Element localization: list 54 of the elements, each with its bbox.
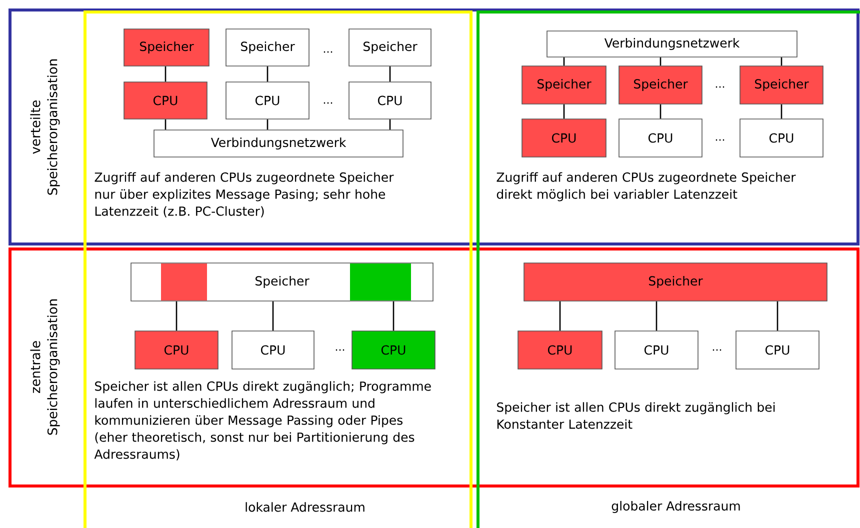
connector-line (559, 301, 561, 331)
ellipsis: ... (716, 86, 724, 88)
cpu-box: CPU (124, 82, 208, 120)
connector-line (266, 66, 268, 82)
cpu-box: CPU (614, 330, 698, 370)
description-text: Speicher ist allen CPUs direkt zugänglich bei Konstanter Latenzzeit (497, 402, 775, 429)
cpu-box: CPU (518, 330, 602, 370)
connector-line (780, 57, 782, 66)
cpu-box: CPU (740, 118, 824, 158)
connector-line (660, 104, 662, 119)
ellipsis: ... (716, 139, 724, 141)
connector-line (563, 104, 565, 119)
connector-line (176, 301, 178, 331)
network-box: Verbindungsnetzwerk (154, 130, 404, 158)
connector-line (389, 66, 391, 82)
cpu-box: CPU (618, 118, 702, 158)
ellipsis: ... (712, 349, 722, 351)
row-heading: verteilte Speicherorganisation (30, 59, 60, 195)
connector-line (164, 66, 166, 82)
cpu-box: CPU (226, 82, 310, 120)
cpu-box: CPU (232, 330, 314, 370)
column-heading: globaler Adressraum (612, 500, 740, 514)
memory-box: Speicher (740, 66, 824, 104)
cpu-box: CPU (352, 330, 436, 370)
description-text: Zugriff auf anderen CPUs zugeordnete Speicher direkt möglich bei variabler Latenzzeit (496, 172, 796, 202)
connector-line (266, 119, 268, 130)
memory-box: Speicher (348, 28, 432, 66)
connector-line (660, 57, 662, 66)
connector-line (272, 301, 274, 331)
connector-line (389, 119, 391, 130)
ellipsis: ... (324, 51, 332, 53)
cpu-box: CPU (736, 330, 820, 370)
ellipsis: ... (336, 349, 344, 351)
row-heading: zentrale Speicherorganisation (30, 299, 60, 435)
connector-line (392, 301, 394, 331)
memory-bar: Speicher (130, 262, 434, 302)
connector-line (780, 104, 782, 119)
column-heading: lokaler Adressraum (246, 502, 364, 512)
connector-line (563, 57, 565, 66)
cpu-box: CPU (134, 330, 218, 370)
memory-box: Speicher (124, 28, 210, 66)
description-text: Speicher ist allen CPUs direkt zugänglich; Programme laufen in unterschiedlichem Adressraum und kommunizieren über Message Passing oder Pipes (eher theoretisch, sonst nur bei Partitionierung des Adressraums) (94, 381, 431, 460)
memory-box: Speicher (522, 66, 606, 104)
memory-box: Speicher (618, 66, 702, 104)
connector-line (164, 119, 166, 130)
memory-box: Speicher (226, 28, 310, 66)
cpu-box: CPU (522, 118, 606, 158)
cpu-box: CPU (348, 82, 432, 120)
connector-line (776, 301, 778, 331)
memory-bar: Speicher (524, 262, 828, 302)
ellipsis: ... (324, 102, 332, 104)
description-text: Zugriff auf anderen CPUs zugeordnete Speicher nur über explizites Message Pasing; sehr hohe Latenzzeit (z.B. PC-Cluster) (94, 172, 394, 218)
network-box: Verbindungsnetzwerk (546, 30, 798, 58)
connector-line (656, 301, 658, 331)
